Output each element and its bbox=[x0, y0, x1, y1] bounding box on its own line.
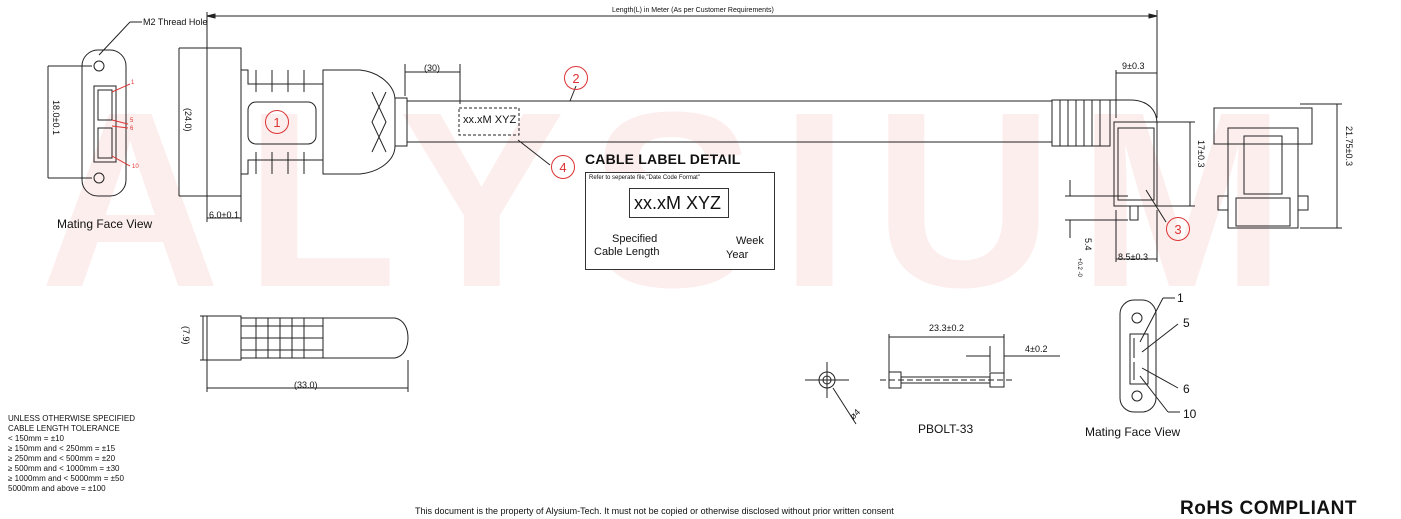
height-21-dimension: 21.75±0.3 bbox=[1344, 126, 1354, 166]
refer-note: Refer to seperate file,"Date Code Format… bbox=[589, 175, 700, 181]
pin-5-right: 5 bbox=[1183, 316, 1190, 330]
note-line: ≥ 250mm and < 500mm = ±20 bbox=[8, 454, 116, 463]
depth-5-tolerance: +0.2 -0 bbox=[1076, 258, 1082, 277]
label-specified: Specified bbox=[612, 233, 658, 245]
pin-10-left: 10 bbox=[132, 164, 139, 170]
pin-1-right: 1 bbox=[1177, 291, 1184, 305]
length-33-dimension: (33.0) bbox=[294, 380, 318, 390]
width-9-dimension: 9±0.3 bbox=[1122, 61, 1145, 71]
width-24-dimension: (24.0) bbox=[183, 108, 193, 132]
length-dimension: Length(L) in Meter (As per Customer Requ… bbox=[612, 7, 774, 14]
width-8-dimension: 8.5±0.3 bbox=[1118, 252, 1148, 262]
note-line: ≥ 500mm and < 1000mm = ±30 bbox=[8, 464, 120, 473]
pin-6-left: 6 bbox=[130, 126, 134, 132]
thickness-6-dimension: 6.0±0.1 bbox=[209, 210, 239, 220]
callout-4: 4 bbox=[551, 155, 575, 179]
rohs-compliant: RoHS COMPLIANT bbox=[1180, 498, 1357, 519]
label-week: Week bbox=[736, 235, 764, 247]
cable-print-text: xx.xM XYZ bbox=[463, 114, 517, 126]
label-year: Year bbox=[726, 249, 749, 261]
label-code-text: xx.xM XYZ bbox=[634, 193, 722, 213]
note-line: CABLE LENGTH TOLERANCE bbox=[8, 424, 120, 433]
callout-3: 3 bbox=[1166, 217, 1190, 241]
note-line: 5000mm and above = ±100 bbox=[8, 484, 106, 493]
height-17-dimension: 17±0.3 bbox=[1196, 140, 1206, 168]
pbolt-label: PBOLT-33 bbox=[918, 422, 974, 436]
m2-thread-hole-label: M2 Thread Hole bbox=[143, 17, 208, 27]
cable-label-detail-title: CABLE LABEL DETAIL bbox=[585, 151, 741, 167]
callout-1: 1 bbox=[265, 110, 289, 134]
label-cable-length: Cable Length bbox=[594, 246, 660, 258]
note-line: < 150mm = ±10 bbox=[8, 434, 64, 443]
mating-face-view-left: Mating Face View bbox=[57, 217, 153, 231]
length-30-dimension: (30) bbox=[424, 63, 441, 73]
height-7-9-dimension: (7.9) bbox=[181, 326, 191, 345]
bolt-length-dimension: 23.3±0.2 bbox=[929, 323, 964, 333]
property-notice: This document is the property of Alysium… bbox=[415, 506, 894, 516]
pin-1-left: 1 bbox=[131, 80, 135, 86]
note-line: ≥ 1000mm and < 5000mm = ±50 bbox=[8, 474, 124, 483]
callout-2: 2 bbox=[564, 66, 588, 90]
note-line: UNLESS OTHERWISE SPECIFIED bbox=[8, 414, 135, 423]
bolt-thread-dimension: 4±0.2 bbox=[1025, 344, 1048, 354]
depth-5-dimension: 5.4 bbox=[1083, 238, 1093, 251]
height-18-dimension: 18.0±0.1 bbox=[51, 100, 61, 135]
note-line: ≥ 150mm and < 250mm = ±15 bbox=[8, 444, 116, 453]
mating-face-view-right: Mating Face View bbox=[1085, 425, 1181, 439]
pin-6-right: 6 bbox=[1183, 382, 1190, 396]
tolerance-notes: UNLESS OTHERWISE SPECIFIED CABLE LENGTH … bbox=[8, 414, 135, 494]
pin-10-right: 10 bbox=[1183, 407, 1197, 421]
pin-5-left: 5 bbox=[130, 118, 134, 124]
label-code-box bbox=[629, 188, 729, 218]
